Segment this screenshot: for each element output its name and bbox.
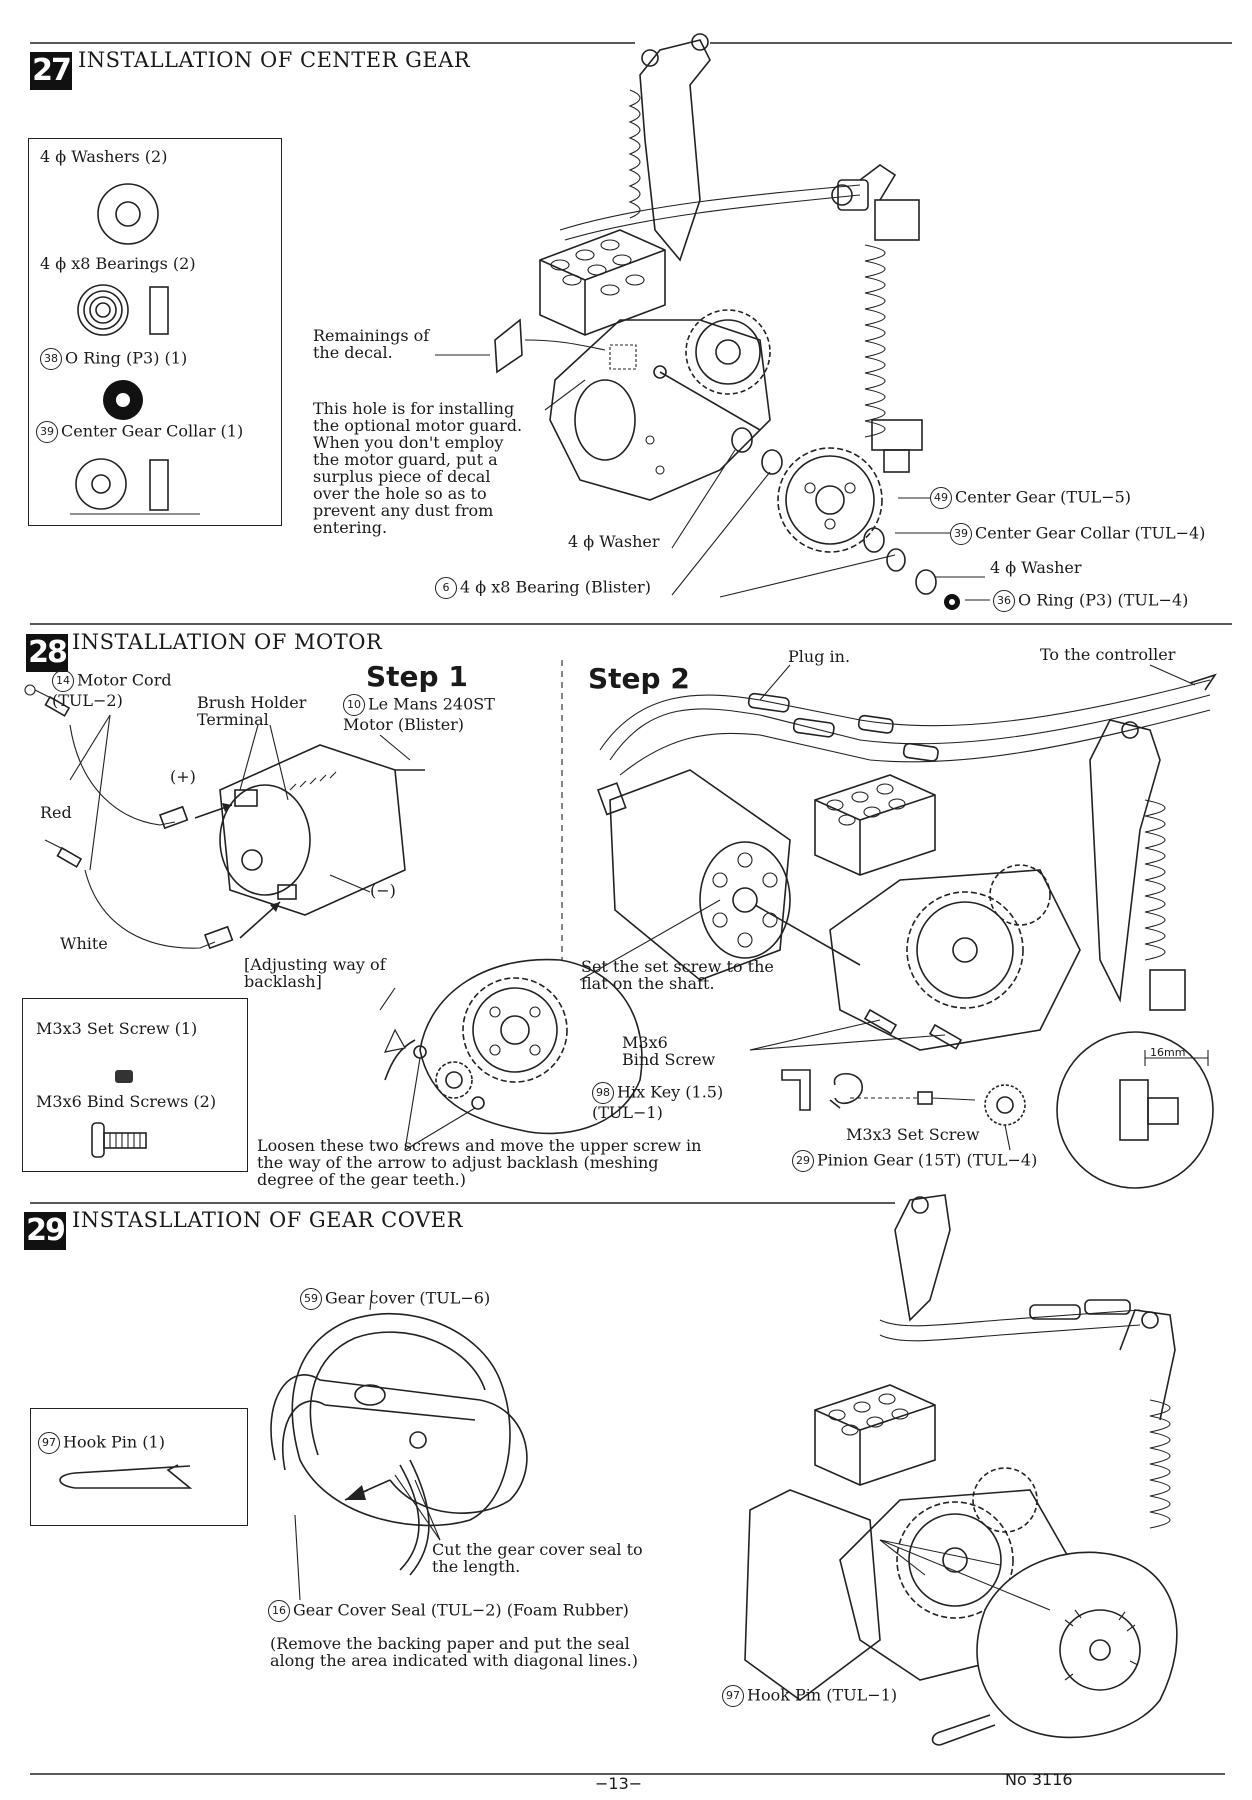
motor-step2-drawing	[579, 664, 1217, 1189]
set-screw-note: Set the set screw to the flat on the sha…	[581, 957, 774, 993]
set-screw-icon	[115, 1070, 133, 1083]
part-number-badge: 97	[38, 1432, 60, 1454]
bearing-icon	[77, 284, 169, 336]
o-ring-icon	[103, 380, 143, 420]
page-number: −13−	[595, 1774, 643, 1793]
section-29-number: 29	[24, 1212, 66, 1250]
section-29-title: INSTASLLATION OF GEAR COVER	[72, 1208, 463, 1232]
hole-note: This hole is for installing the optional…	[313, 399, 523, 537]
motor-step1-drawing	[24, 684, 425, 950]
gear-cover-assembly-drawing	[744, 1194, 1178, 1746]
part-number-badge: 98	[592, 1082, 614, 1104]
to-controller-label: To the controller	[1040, 645, 1176, 664]
washer-label: 4 ϕ Washer	[568, 532, 660, 551]
part-number-badge: 49	[930, 487, 952, 509]
part-number-badge: 39	[36, 421, 58, 443]
step-1-heading: Step 1	[366, 660, 468, 693]
cut-note: Cut the gear cover seal to the length.	[432, 1540, 643, 1576]
brush-holder-label: Brush Holder Terminal	[197, 693, 307, 729]
remove-note: (Remove the backing paper and put the se…	[270, 1634, 638, 1670]
backlash-diagram	[379, 958, 643, 1151]
adjusting-label: [Adjusting way of backlash]	[244, 955, 386, 991]
part-number-badge: 59	[300, 1288, 322, 1310]
section-27-title: INSTALLATION OF CENTER GEAR	[78, 48, 471, 72]
parts-box-28	[22, 998, 248, 1172]
parts-washers: 4 ϕ Washers (2)	[40, 147, 168, 166]
step-2-heading: Step 2	[588, 662, 690, 695]
plus-terminal: (+)	[170, 767, 196, 786]
part-number-badge: 39	[950, 523, 972, 545]
parts-set-screw: M3x3 Set Screw (1)	[36, 1019, 198, 1038]
part-number-badge: 29	[792, 1150, 814, 1172]
decal-label: Remainings of the decal.	[313, 326, 430, 362]
m3x3-set-screw-label: M3x3 Set Screw	[846, 1125, 980, 1144]
part-number-badge: 14	[52, 670, 74, 692]
part-number-badge: 16	[268, 1600, 290, 1622]
bind-screw-label: M3x6 Bind Screw	[622, 1033, 716, 1069]
section-28-number: 28	[26, 634, 68, 672]
dimension-16mm: 16mm	[1150, 1046, 1186, 1059]
bind-screw-icon	[91, 1122, 147, 1158]
gear-collar-icon	[70, 458, 200, 515]
part-number-badge: 97	[722, 1685, 744, 1707]
white-wire-label: White	[60, 934, 108, 953]
section-28-title: INSTALLATION OF MOTOR	[72, 630, 383, 654]
part-number-badge: 38	[40, 348, 62, 370]
red-wire-label: Red	[40, 803, 72, 822]
center-gear-assembly-drawing	[435, 33, 990, 610]
parts-box-29	[30, 1408, 248, 1526]
washer2-label: 4 ϕ Washer	[990, 558, 1082, 577]
plug-in-label: Plug in.	[788, 647, 851, 666]
loosen-note: Loosen these two screws and move the upp…	[257, 1136, 702, 1189]
hook-pin-icon	[59, 1464, 193, 1489]
document-number: No 3116	[1005, 1770, 1073, 1789]
gear-cover-drawing	[270, 1289, 528, 1601]
part-number-badge: 36	[993, 590, 1015, 612]
parts-box-27	[28, 138, 282, 526]
minus-terminal: (−)	[370, 881, 396, 900]
section-27-number: 27	[30, 52, 72, 90]
part-number-badge: 10	[343, 694, 365, 716]
part-number-badge: 6	[435, 577, 457, 599]
washer-icon	[97, 183, 159, 245]
parts-bind-screws: M3x6 Bind Screws (2)	[36, 1092, 217, 1111]
parts-bearings: 4 ϕ x8 Bearings (2)	[40, 254, 196, 273]
